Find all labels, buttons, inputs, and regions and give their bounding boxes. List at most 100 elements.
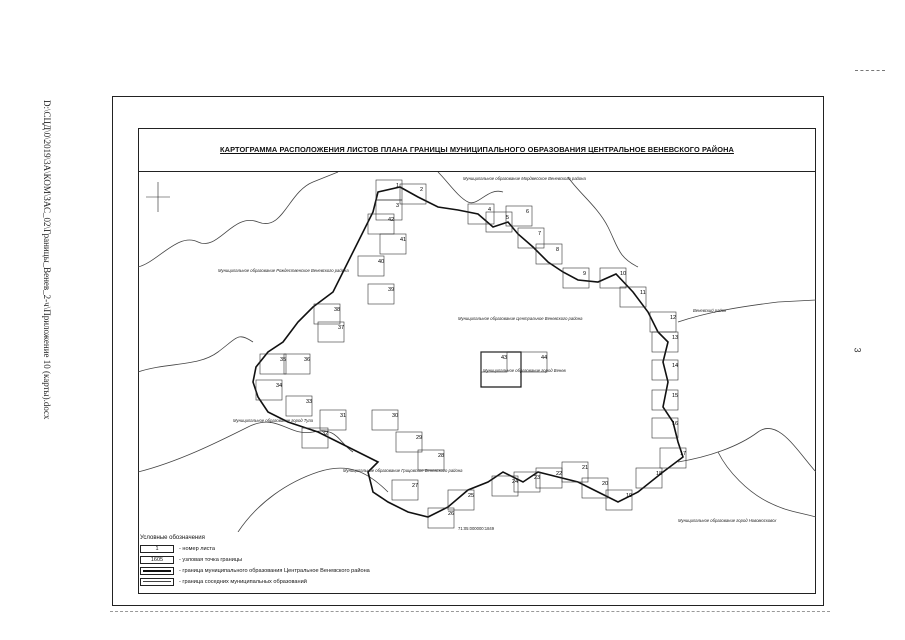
legend-text: - граница соседних муниципальных образов… (179, 578, 307, 585)
legend-row: - граница муниципального образования Цен… (140, 565, 390, 576)
legend-neighbour-boundary-symbol (140, 577, 174, 586)
sheet-rect (605, 489, 633, 511)
legend-text: - номер листа (179, 545, 216, 552)
sheet-number: 16 (672, 421, 678, 427)
sheet-number: 38 (334, 307, 340, 313)
boundary-se2 (717, 451, 816, 518)
label-center: Муниципальное образование Центральное Ве… (458, 316, 583, 321)
sheet-rect (651, 359, 679, 381)
sheet-rect (467, 203, 495, 225)
sheet-number: 39 (388, 287, 394, 293)
sheet-number: 34 (276, 383, 282, 389)
legend-row: 1 - номер листа (140, 543, 390, 554)
sheet-rect (659, 447, 687, 469)
sheet-number: 23 (534, 475, 540, 481)
sheet-rect (517, 227, 545, 249)
sheet-number: 29 (416, 435, 422, 441)
inner-frame (138, 128, 816, 594)
sheet-rect (317, 321, 345, 343)
sheet-rect (391, 479, 419, 501)
sheet-number: 14 (672, 363, 678, 369)
label-north: Муниципальное образование Мордвесское Ве… (463, 176, 586, 181)
sheet-rect (651, 417, 679, 439)
sheet-rect (371, 409, 399, 431)
label-inner: Муниципальное образование город Венев (483, 368, 567, 373)
sheet-number: 12 (670, 315, 676, 321)
sheet-number: 30 (392, 413, 398, 419)
sheet-number: 10 (620, 271, 626, 277)
sheet-number: 28 (438, 453, 444, 459)
main-boundary (252, 186, 684, 518)
sheet-rect (535, 467, 563, 489)
sheet-number: 44 (541, 355, 547, 361)
boundary-se (677, 428, 816, 473)
label-west: Муниципальное образование Рождественское… (218, 268, 349, 273)
boundary-w (138, 336, 254, 373)
label-southwest: Муниципальное образование город Тула (233, 418, 314, 423)
sheet-number: 19 (626, 493, 632, 499)
legend-sheet-symbol: 1 (140, 544, 174, 553)
sheet-number: 15 (672, 393, 678, 399)
sheet-rect (520, 351, 548, 373)
sheet-rect (259, 353, 287, 375)
label-bottom-code: 71:05:000000:1849 (458, 526, 495, 531)
page-number: 3 (852, 347, 863, 353)
sheet-number: 5 (506, 215, 509, 221)
sheet-rect (535, 243, 563, 265)
sheet-rect (619, 286, 647, 308)
sheet-rect (395, 431, 423, 453)
sheet-number: 33 (306, 399, 312, 405)
sheet-rect (513, 471, 541, 493)
legend-text: - узловая точка границы (179, 556, 243, 563)
sheet-rect (357, 255, 385, 277)
sheet-rect (651, 389, 679, 411)
sheet-rect (319, 409, 347, 431)
sheet-number: 32 (322, 431, 328, 437)
sheet-number: 43 (501, 355, 507, 361)
compass-icon (146, 182, 170, 212)
map-title: КАРТОГРАММА РАСПОЛОЖЕНИЯ ЛИСТОВ ПЛАНА ГР… (220, 145, 734, 154)
sheet-number: 21 (582, 465, 588, 471)
sheet-number: 7 (538, 231, 541, 237)
sheet-number: 9 (583, 271, 586, 277)
sheet-number: 27 (412, 483, 418, 489)
sheet-number: 40 (378, 259, 384, 265)
sheet-number: 41 (400, 237, 406, 243)
sheet-rect (375, 199, 403, 221)
sheet-rect (255, 379, 283, 401)
sheet-number: 3 (396, 203, 399, 209)
boundary-n (437, 172, 504, 204)
sheet-number: 35 (280, 357, 286, 363)
sheet-number: 8 (556, 247, 559, 253)
sheet-rect (427, 507, 455, 529)
sheet-rect (367, 283, 395, 305)
sheet-rect (599, 267, 627, 289)
sheet-rect (367, 213, 395, 235)
file-path-text: D:\СЦД\0\2019\3А\КОМ\ЗАС_02\Границы_Вене… (42, 100, 52, 420)
boundary-sw2 (237, 467, 389, 532)
sheet-rect (301, 427, 329, 449)
sheet-rect (313, 303, 341, 325)
legend-title: Условные обозначения (140, 535, 205, 541)
sheet-number: 18 (656, 471, 662, 477)
legend-row: - граница соседних муниципальных образов… (140, 576, 390, 587)
legend-node-symbol: 1605 (140, 555, 174, 564)
sheet-number: 11 (640, 290, 646, 296)
sheet-number: 13 (672, 335, 678, 341)
sheet-rect (581, 477, 609, 499)
boundary-e (677, 299, 816, 323)
sheet-rect (485, 211, 513, 233)
boundary-ne (567, 176, 639, 268)
sheet-rect (417, 449, 445, 471)
legend-main-boundary-symbol (140, 566, 174, 575)
boundary-sw (138, 421, 354, 473)
title-box: КАРТОГРАММА РАСПОЛОЖЕНИЯ ЛИСТОВ ПЛАНА ГР… (138, 128, 816, 172)
sheet-number: 31 (340, 413, 346, 419)
sheet-number: 37 (338, 325, 344, 331)
sheet-number: 22 (556, 471, 562, 477)
sheet-number: 36 (304, 357, 310, 363)
sheet-number: 1 (396, 183, 399, 189)
sheet-rect (505, 205, 533, 227)
